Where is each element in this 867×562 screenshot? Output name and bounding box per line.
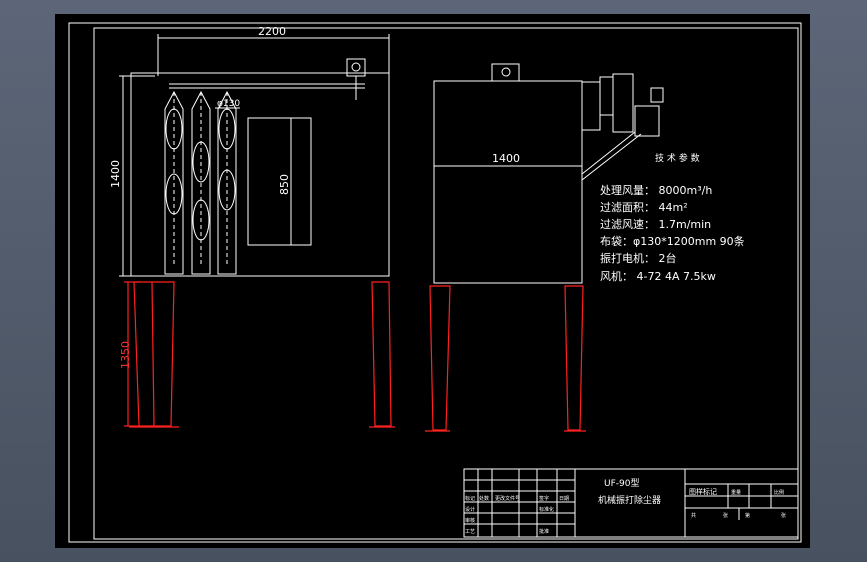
inner-frame <box>93 27 799 540</box>
tb-name: 机械振打除尘器 <box>598 494 661 506</box>
tech-param-line: 过滤面积： 44m² <box>600 201 688 214</box>
tb-sheet-of: 第 <box>745 512 750 519</box>
tb-drawing-label: 图样标记 <box>689 487 717 496</box>
tb-design-label: 设计 <box>465 506 475 513</box>
tech-param-line: 布袋：φ130*1200mm 90条 <box>600 234 745 248</box>
front-view: 2200 1400 φ130 850 <box>109 25 395 428</box>
front-width-dim: 2200 <box>258 25 286 38</box>
tb-standard-label: 标准化 <box>539 506 554 513</box>
tb-date-label: 日期 <box>559 496 569 502</box>
drawing-canvas: 2200 1400 φ130 850 <box>68 22 802 543</box>
side-legs <box>425 285 586 432</box>
tb-mark-label: 标记 <box>465 495 475 502</box>
technical-parameters: 技 术 参 数 处理风量： 8000m³/h 过滤面积： 44m² 过滤风速： … <box>600 152 745 283</box>
side-width-dim: 1400 <box>492 152 520 165</box>
tb-doc-label: 更改文件号 <box>495 495 520 502</box>
tech-param-line: 振打电机： 2台 <box>600 251 677 265</box>
tb-check-label: 审核 <box>465 517 475 524</box>
tech-param-line: 过滤风速： 1.7m/min <box>600 218 711 231</box>
cad-viewport: 2200 1400 φ130 850 <box>55 14 810 548</box>
tb-approve-label: 批准 <box>539 528 549 535</box>
side-view: 1400 <box>425 63 664 432</box>
tb-sheet-label: 张 <box>723 512 728 519</box>
bag-diameter-dim: φ130 <box>217 99 240 109</box>
tb-model: UF-90型 <box>604 478 639 489</box>
leg-height-dim: 1350 <box>119 341 132 369</box>
tb-scale-label: 比例 <box>774 489 784 496</box>
front-body <box>130 72 390 277</box>
title-block: 标记 处数 更改文件号 签字 日期 设计 标准化 审核 工艺 批准 UF-90型… <box>463 468 799 538</box>
side-vibrator-motor <box>491 63 520 82</box>
filter-bags <box>164 90 237 275</box>
front-height-dim: 1400 <box>109 160 122 188</box>
tb-sheet-label-2: 张 <box>781 512 786 519</box>
side-body <box>433 80 583 284</box>
tech-param-line: 风机： 4-72 4A 7.5kw <box>600 269 716 283</box>
tb-sheet-total: 共 <box>691 512 696 519</box>
tech-params-title: 技 术 参 数 <box>655 152 700 164</box>
tech-param-line: 处理风量： 8000m³/h <box>600 184 712 197</box>
tb-weight-label: 重量 <box>731 489 741 496</box>
fan-assembly <box>581 73 664 181</box>
front-legs <box>129 281 395 428</box>
tb-count-label: 处数 <box>479 495 489 502</box>
door-height-dim: 850 <box>278 174 291 195</box>
access-door <box>247 117 312 246</box>
tb-process-label: 工艺 <box>465 529 475 535</box>
outer-frame <box>68 22 802 543</box>
tb-sign-label: 签字 <box>539 495 549 502</box>
